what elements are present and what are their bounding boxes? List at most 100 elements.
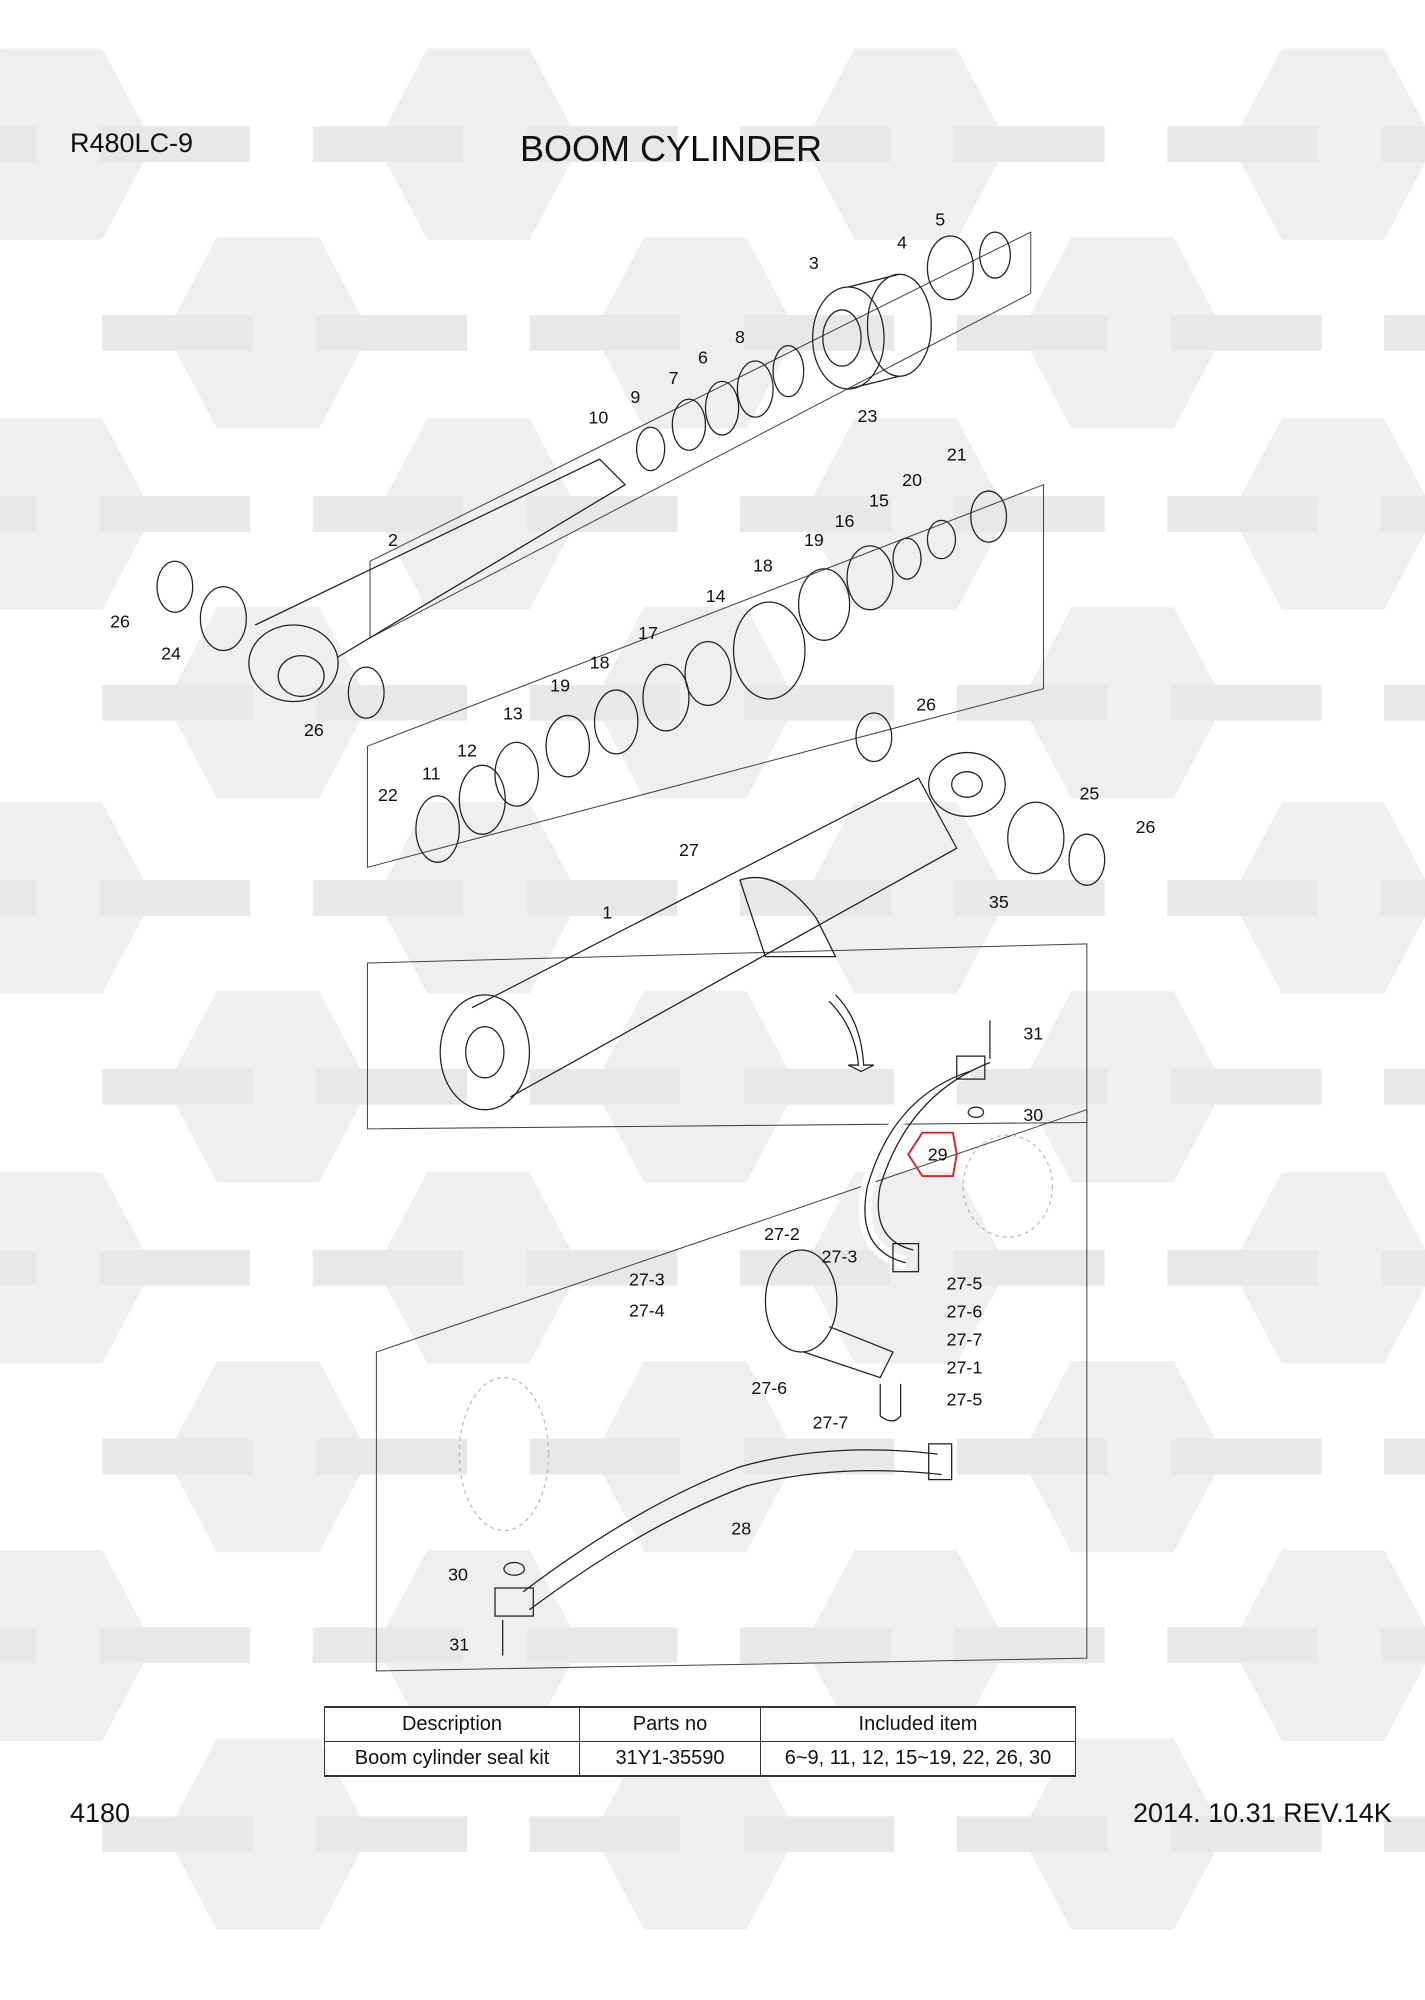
watermark-band xyxy=(1171,1816,1322,1853)
watermark-band xyxy=(102,1438,253,1475)
watermark-band xyxy=(956,315,1108,351)
table-row: Boom cylinder seal kit 31Y1-35590 6~9, 1… xyxy=(324,1741,1076,1777)
watermark-hexagon xyxy=(376,802,581,994)
watermark-band xyxy=(0,880,36,916)
watermark-band xyxy=(1171,1438,1322,1475)
callout-29: 29 xyxy=(928,1145,948,1165)
watermark-hexagon xyxy=(593,1738,798,1930)
watermark-hexagon xyxy=(165,991,371,1183)
callout-11: 11 xyxy=(422,763,441,783)
callout-14: 14 xyxy=(706,586,726,606)
watermark-band xyxy=(99,880,251,916)
watermark-hexagon xyxy=(803,802,1008,994)
callout-4: 4 xyxy=(897,233,907,253)
watermark-band xyxy=(1381,1627,1425,1664)
watermark-band xyxy=(102,684,253,721)
watermark-hexagon xyxy=(376,1172,581,1364)
cell-parts-no: 31Y1-35590 xyxy=(579,1741,761,1777)
watermark-band xyxy=(529,684,680,721)
group-boxes xyxy=(366,231,1088,1672)
watermark-hexagon xyxy=(165,1360,371,1553)
callout-3: 3 xyxy=(809,253,819,273)
callout-24: 24 xyxy=(161,643,181,663)
arrow-icon xyxy=(828,994,875,1073)
cell-included-item: 6~9, 11, 12, 15~19, 22, 26, 30 xyxy=(760,1741,1076,1777)
page-number: 4180 xyxy=(70,1798,131,1828)
watermark-band xyxy=(1167,496,1318,532)
pipe-28 xyxy=(458,1134,1054,1656)
callout-27-6: 27-6 xyxy=(751,1378,787,1398)
callout-31: 31 xyxy=(449,1635,469,1655)
watermark-band xyxy=(0,496,36,532)
watermark-band xyxy=(1381,126,1425,162)
callout-35: 35 xyxy=(989,892,1009,912)
watermark-hexagon xyxy=(376,1549,581,1742)
callout-27-5: 27-5 xyxy=(947,1390,983,1410)
watermark-band xyxy=(529,1816,680,1853)
callout-17: 17 xyxy=(638,623,658,643)
watermark-hexagon xyxy=(803,48,1008,240)
callout-13: 13 xyxy=(503,703,523,723)
callout-28: 28 xyxy=(731,1518,751,1538)
callout-27-1: 27-1 xyxy=(947,1358,983,1378)
watermark-hexagon xyxy=(593,237,798,429)
watermark-hexagon xyxy=(593,1360,798,1553)
watermark-band xyxy=(0,126,36,162)
watermark-hexagon xyxy=(0,802,154,994)
model-name: R480LC-9 xyxy=(70,128,194,158)
callout-6: 6 xyxy=(698,348,708,368)
watermark-band xyxy=(1384,1068,1425,1105)
callout-27-3: 27-3 xyxy=(822,1247,858,1267)
callout-26: 26 xyxy=(110,612,130,632)
watermark-band xyxy=(743,1816,895,1853)
cylinder-tube xyxy=(439,751,1006,1111)
watermark-band xyxy=(99,1627,251,1664)
watermark-band xyxy=(312,1627,464,1664)
watermark-band xyxy=(743,1068,895,1105)
watermark-band xyxy=(743,1438,895,1475)
watermark-band xyxy=(954,880,1105,916)
watermark-hexagon xyxy=(1230,418,1425,610)
watermark-hexagon xyxy=(1230,1172,1425,1364)
watermark-band xyxy=(526,880,678,916)
rings xyxy=(156,231,1106,1576)
watermark-hexagon xyxy=(376,418,581,610)
watermark-hexagon xyxy=(1020,607,1225,799)
watermark-band xyxy=(954,496,1105,532)
watermark-band xyxy=(1381,880,1425,916)
table-header-row: Description Parts no Included item xyxy=(324,1706,1076,1742)
watermark-band xyxy=(312,880,464,916)
highlight-hexagon xyxy=(907,1131,958,1177)
watermark-hexagon xyxy=(803,1172,1008,1364)
watermark-band xyxy=(739,1627,891,1664)
header-included-item: Included item xyxy=(760,1706,1076,1742)
watermark-hexagon xyxy=(593,991,798,1183)
revision-date: 2014. 10.31 REV.14K xyxy=(1133,1798,1392,1828)
header-parts-no: Parts no xyxy=(579,1706,761,1742)
watermark-band xyxy=(312,496,464,532)
watermark-band xyxy=(739,1250,891,1286)
watermark-hexagon xyxy=(1020,1360,1225,1553)
watermark-hexagon xyxy=(0,48,154,240)
callout-1: 1 xyxy=(602,902,612,922)
watermark-band xyxy=(1384,315,1425,351)
callout-27-5: 27-5 xyxy=(947,1274,983,1294)
watermark-band xyxy=(739,126,891,162)
callout-16: 16 xyxy=(835,511,855,531)
cylinder-rod xyxy=(248,458,627,703)
watermark-band xyxy=(954,1627,1105,1664)
callout-18: 18 xyxy=(753,555,773,575)
watermark-band xyxy=(526,126,678,162)
callout-20: 20 xyxy=(902,470,922,490)
watermark-hexagon xyxy=(1230,1549,1425,1742)
watermark-band xyxy=(316,1068,467,1105)
watermark-band xyxy=(956,1438,1108,1475)
callout-2: 2 xyxy=(388,530,398,550)
watermark-band xyxy=(99,496,251,532)
watermark-band xyxy=(1384,1438,1425,1475)
watermark-band xyxy=(529,315,680,351)
watermark-band xyxy=(1167,1250,1318,1286)
watermark-hexagon xyxy=(1020,991,1225,1183)
callout-27-3: 27-3 xyxy=(629,1270,665,1290)
